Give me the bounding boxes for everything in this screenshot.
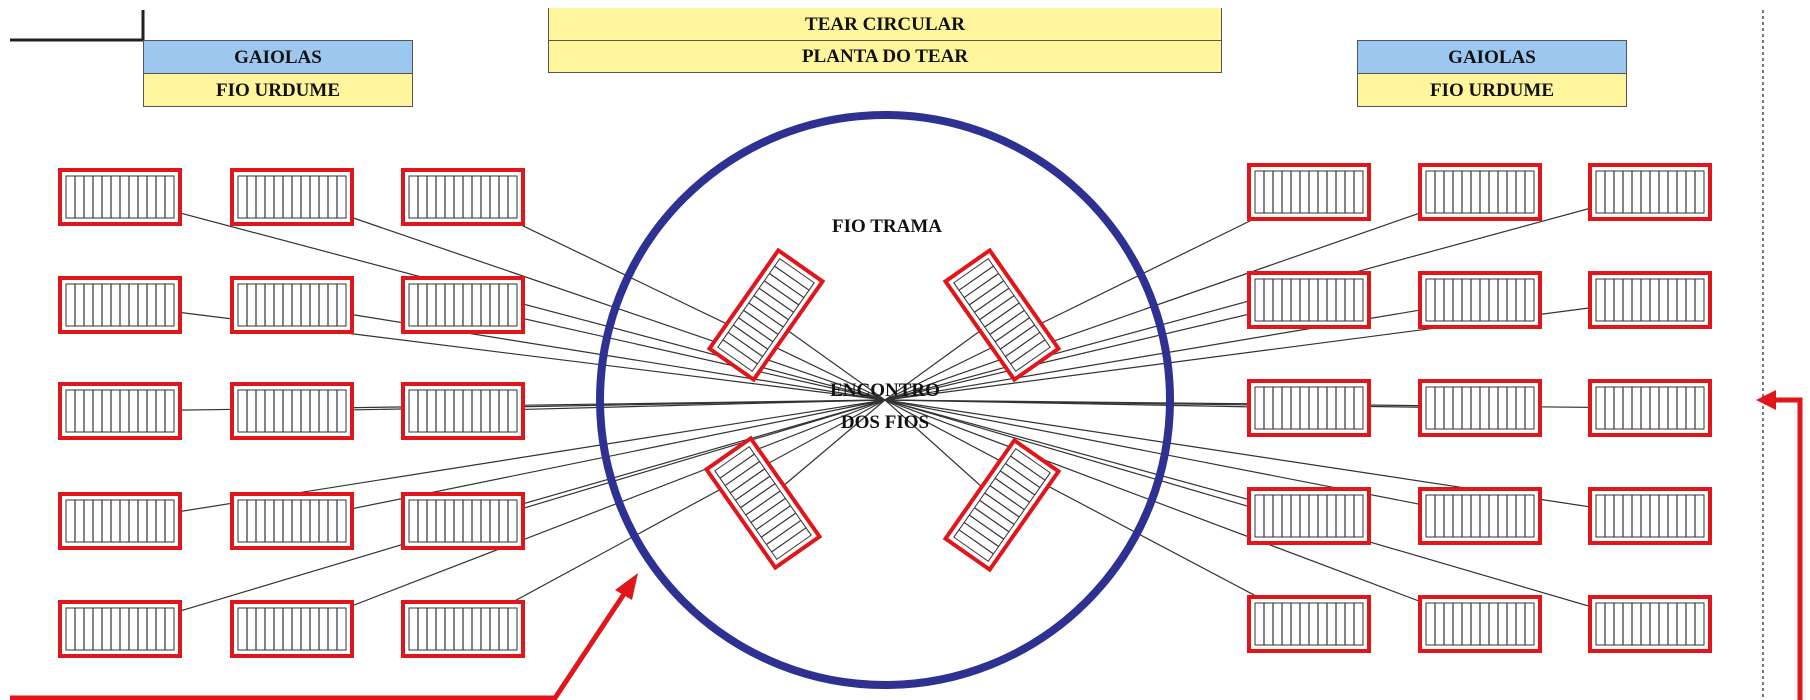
left-gaiolas-label: GAIOLAS — [143, 40, 413, 74]
bobbin-left-6 — [401, 276, 525, 334]
bobbin-right-8 — [1418, 379, 1542, 437]
title-planta-do-tear: PLANTA DO TEAR — [548, 40, 1222, 73]
weft-bobbin-2 — [942, 247, 1062, 383]
bobbin-right-12 — [1588, 487, 1712, 545]
bobbin-right-11 — [1418, 487, 1542, 545]
bobbin-right-7 — [1247, 379, 1371, 437]
bobbin-right-1 — [1247, 163, 1371, 221]
weft-bobbins — [703, 247, 1062, 573]
right-gaiolas-label: GAIOLAS — [1357, 40, 1627, 74]
bobbin-left-10 — [58, 492, 182, 550]
encontro-label-line1: ENCONTRO — [830, 380, 940, 401]
bobbin-left-12 — [401, 492, 525, 550]
title-tear-circular: TEAR CIRCULAR — [548, 8, 1222, 41]
bobbin-left-7 — [58, 382, 182, 440]
arrow-bottom-left — [10, 573, 638, 700]
bobbin-left-5 — [230, 276, 354, 334]
weft-bobbin-4 — [942, 437, 1062, 573]
bobbin-left-11 — [230, 492, 354, 550]
bobbin-left-14 — [230, 600, 354, 658]
arrow-right — [1756, 390, 1803, 700]
bobbin-left-3 — [401, 168, 525, 226]
bobbin-cages — [58, 163, 1712, 658]
weft-bobbin-body-1 — [706, 247, 826, 383]
left-fio-urdume-label: FIO URDUME — [143, 73, 413, 107]
bobbin-right-14 — [1418, 595, 1542, 653]
weft-bobbin-3 — [703, 435, 823, 571]
weft-bobbin-body-2 — [942, 247, 1062, 383]
bobbin-left-2 — [230, 168, 354, 226]
bobbin-right-6 — [1588, 271, 1712, 329]
weft-bobbin-body-3 — [703, 435, 823, 571]
weft-bobbin-1 — [706, 247, 826, 383]
corner-bracket — [10, 10, 145, 42]
bobbin-left-9 — [401, 382, 525, 440]
bobbin-left-8 — [230, 382, 354, 440]
bobbin-left-1 — [58, 168, 182, 226]
bobbin-left-4 — [58, 276, 182, 334]
bobbin-right-4 — [1247, 271, 1371, 329]
bobbin-left-13 — [58, 600, 182, 658]
bobbin-right-9 — [1588, 379, 1712, 437]
bobbin-right-3 — [1588, 163, 1712, 221]
loom-circle — [596, 111, 1174, 689]
weft-bobbin-body-4 — [942, 437, 1062, 573]
bobbin-right-15 — [1588, 595, 1712, 653]
bobbin-left-15 — [401, 600, 525, 658]
bobbin-right-2 — [1418, 163, 1542, 221]
bobbin-right-5 — [1418, 271, 1542, 329]
bobbin-right-13 — [1247, 595, 1371, 653]
encontro-label-line2: DOS FIOS — [841, 412, 929, 433]
fio-trama-label: FIO TRAMA — [832, 216, 942, 237]
right-fio-urdume-label: FIO URDUME — [1357, 73, 1627, 107]
bobbin-right-10 — [1247, 487, 1371, 545]
